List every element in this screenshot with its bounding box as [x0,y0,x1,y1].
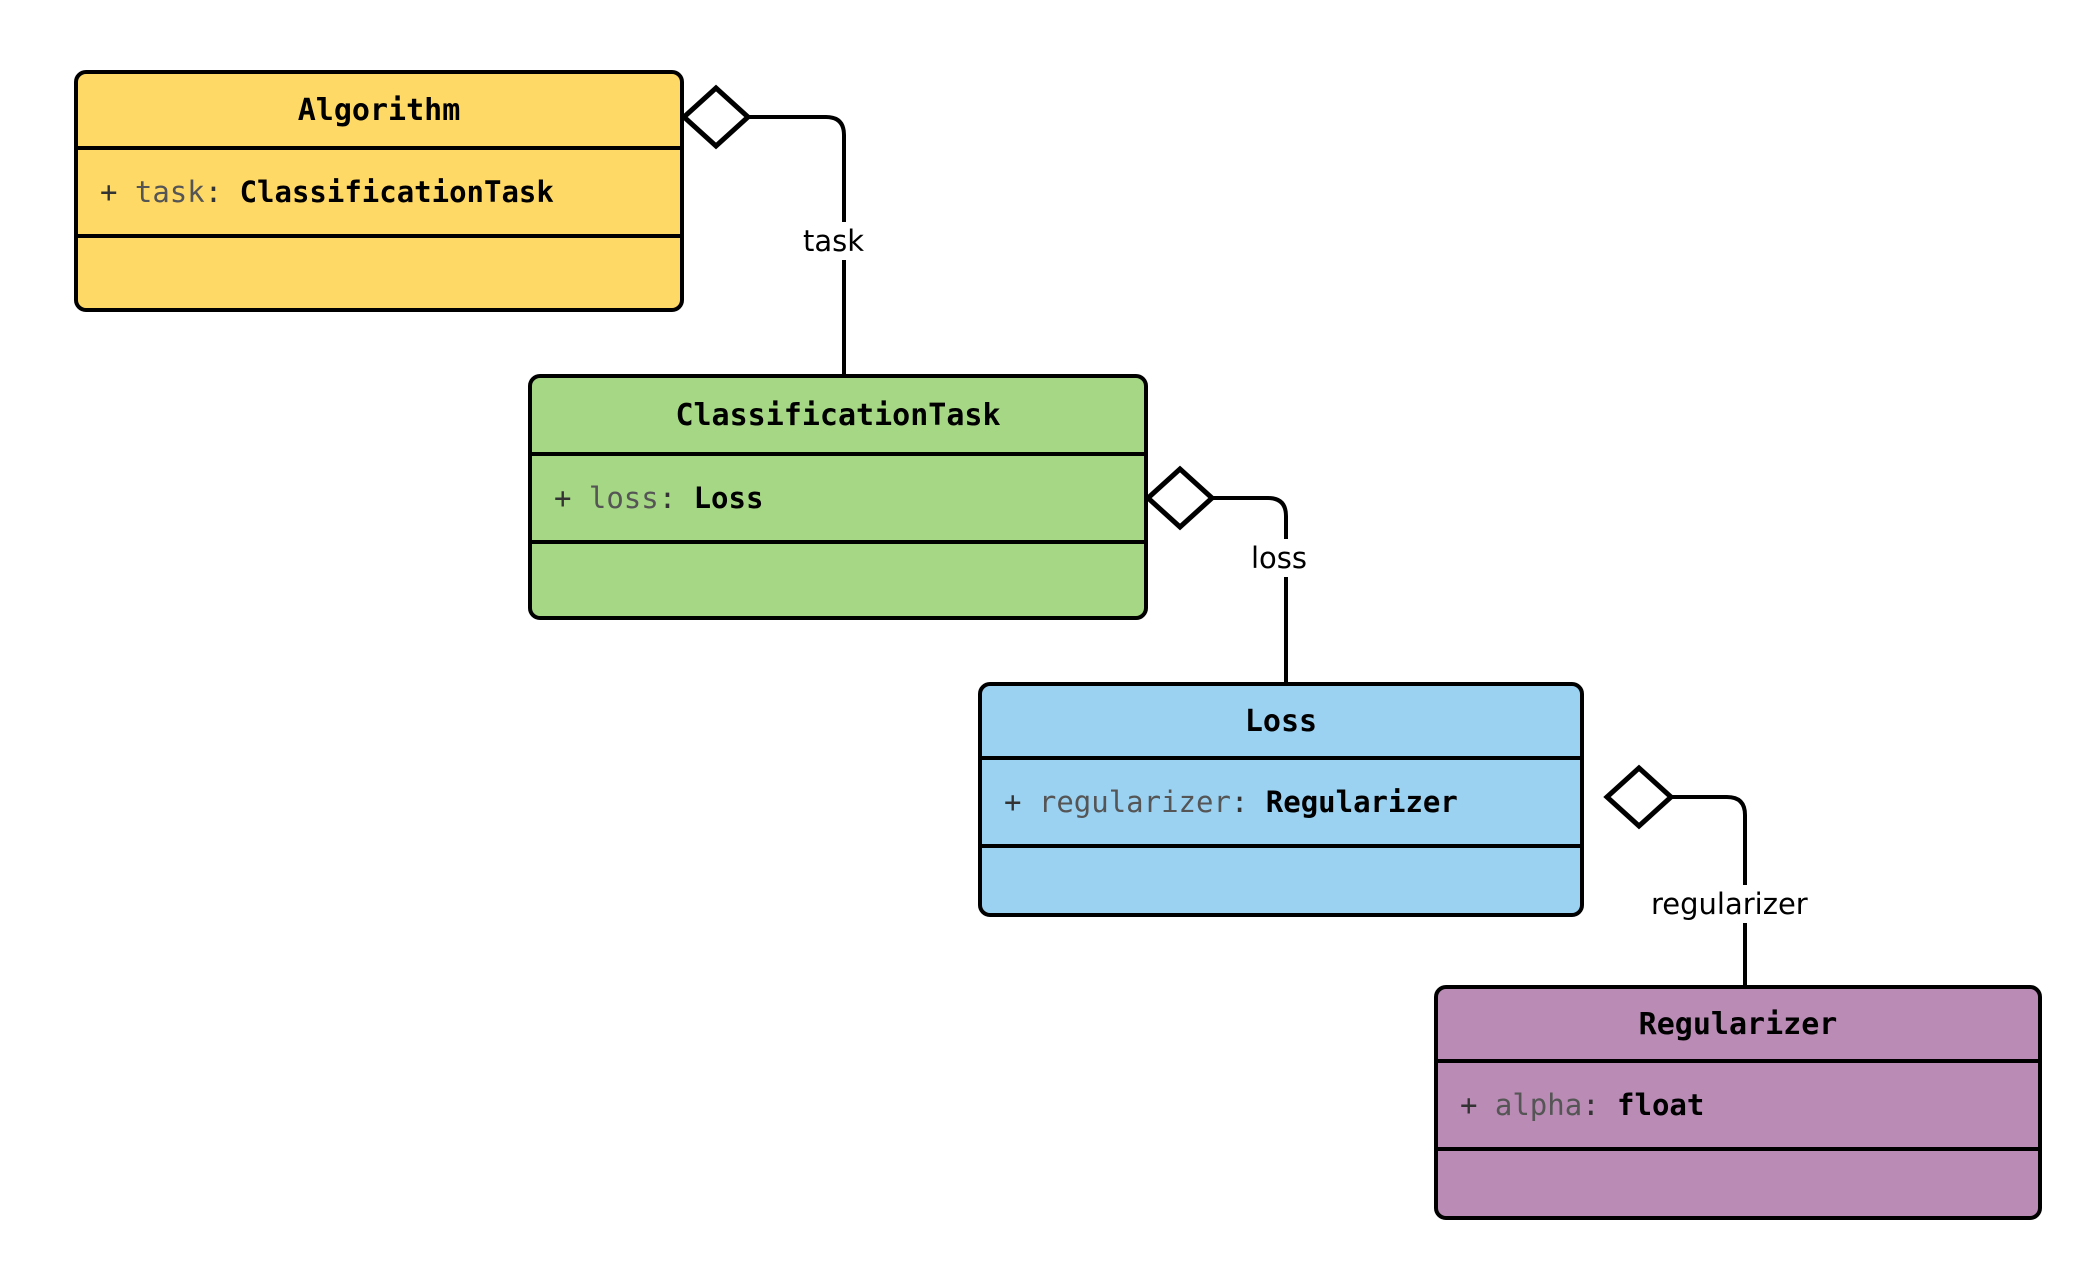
class-name-regularizer: Regularizer [1638,1006,1838,1042]
attribute-separator: : [204,174,223,209]
attribute-name: regularizer [1038,784,1231,819]
attribute-type: float [1617,1087,1705,1122]
attribute-row-regularizer: + regularizer: Regularizer [1004,784,1458,819]
attribute-name: alpha [1494,1087,1583,1122]
class-title-compartment-classificationtask: ClassificationTask [532,378,1144,456]
class-methods-compartment-regularizer [1438,1151,2038,1216]
class-box-classificationtask[interactable]: ClassificationTask + loss: Loss [528,374,1148,620]
class-name-loss: Loss [1244,703,1318,739]
attribute-row-loss: + loss: Loss [554,480,764,515]
attribute-row-alpha: + alpha: float [1460,1087,1705,1122]
class-box-algorithm[interactable]: Algorithm + task: ClassificationTask [74,70,684,312]
attribute-visibility: + [554,480,572,515]
class-name-algorithm: Algorithm [297,92,461,128]
class-attributes-compartment-loss: + regularizer: Regularizer [982,760,1580,848]
attribute-separator: : [1582,1087,1600,1122]
aggregation-diamond-icon [1144,465,1216,531]
edge-loss-to-regularizer[interactable] [1603,764,1747,985]
class-methods-compartment-classificationtask [532,544,1144,616]
attribute-name: loss [588,480,659,515]
attribute-visibility: + [1460,1087,1478,1122]
attribute-name: task [134,174,205,209]
aggregation-diamond-icon [680,84,752,150]
class-title-compartment-regularizer: Regularizer [1438,989,2038,1063]
edge-label-regularizer: regularizer [1645,885,1814,923]
attribute-visibility: + [100,174,118,209]
class-methods-compartment-loss [982,848,1580,913]
class-box-regularizer[interactable]: Regularizer + alpha: float [1434,985,2042,1220]
attribute-type: ClassificationTask [239,174,554,209]
class-attributes-compartment-regularizer: + alpha: float [1438,1063,2038,1151]
edge-label-loss: loss [1245,539,1314,577]
class-methods-compartment-algorithm [78,238,680,308]
class-title-compartment-loss: Loss [982,686,1580,760]
class-attributes-compartment-classificationtask: + loss: Loss [532,456,1144,544]
class-name-classificationtask: ClassificationTask [675,397,1001,433]
attribute-separator: : [1230,784,1249,819]
class-attributes-compartment-algorithm: + task: ClassificationTask [78,150,680,238]
class-title-compartment-algorithm: Algorithm [78,74,680,150]
aggregation-diamond-icon [1603,764,1675,830]
attribute-separator: : [658,480,677,515]
class-box-loss[interactable]: Loss + regularizer: Regularizer [978,682,1584,917]
attribute-row-task: + task: ClassificationTask [100,174,554,209]
edge-label-task: task [797,222,871,260]
attribute-type: Loss [693,480,764,515]
attribute-type: Regularizer [1265,784,1458,819]
attribute-visibility: + [1004,784,1022,819]
